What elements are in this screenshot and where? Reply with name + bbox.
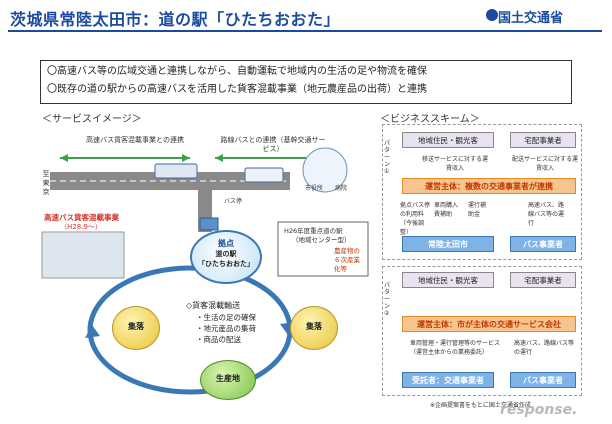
hub-node: 拠点 道の駅 「ひたちおおた」: [190, 230, 262, 284]
hub-name-1: 道の駅: [215, 250, 237, 258]
h26-label-1: H26年度重点道の駅: [284, 227, 343, 235]
city-hall-label: 市役所: [305, 185, 324, 192]
settlement-node-left: 集落: [112, 306, 160, 350]
ministry-logo-icon: [486, 9, 498, 21]
mixed-freight-title: 高速バス貨客混載事業: [44, 213, 119, 222]
mixed-freight-date: （H28.9～）: [60, 223, 102, 231]
bus-operator-box-2: バス事業者: [510, 372, 576, 388]
agri-label-1: 農産物の: [334, 247, 360, 255]
to-tokyo-label: 至東京: [42, 170, 50, 196]
ministry-name: 国土交通省: [498, 11, 564, 26]
delivery-box-2: 宅配事業者: [510, 272, 576, 288]
contractor-box: 受託者：交通事業者: [402, 372, 494, 388]
hub-name-2: 「ひたちおおた」: [198, 260, 254, 268]
service-image-heading: ＜サービスイメージ＞: [42, 114, 142, 125]
settlement-label-right: 集落: [306, 322, 322, 331]
pattern-2-frame: [382, 266, 582, 396]
freight-item-3: ・商品の配送: [196, 335, 241, 344]
business-scheme-heading: ＜ビジネススキーム＞: [380, 114, 480, 125]
agri-label-2: ６次産業: [334, 256, 360, 264]
summary-box: 〇高速バス等の広域交通と連携しながら、自動運転で地域内の生活の足や物流を確保 〇…: [40, 60, 572, 104]
delivery-box-1: 宅配事業者: [510, 132, 576, 148]
note-2-a: 車両管理・運行管理等のサービス（運営主体からの業務委託）: [410, 340, 501, 356]
h26-label-2: （地域センター型）: [292, 236, 351, 244]
note-1-d: 高速バス、路線バス等の運行: [528, 202, 565, 227]
city-box: 常陸太田市: [402, 236, 494, 252]
operator-box-1: 運営主体：複数の交通事業者が連携: [402, 178, 576, 194]
route-label: 路線バスとの連携（基幹交通サービス）: [220, 136, 326, 153]
pattern-2-label: パターン②: [384, 282, 391, 317]
production-label: 生産地: [216, 374, 240, 383]
agri-label-3: 化等: [334, 265, 347, 273]
fare-label-1: 移送サービスに対する運賃収入: [421, 156, 488, 172]
pattern-1-label: パターン①: [384, 140, 391, 175]
freight-item-1: ・生活の足の確保: [196, 313, 256, 322]
note-1-a: 拠点バス停の利用料（今後調整）: [400, 202, 431, 236]
watermark: response.: [500, 402, 578, 418]
operator-box-2: 運営主体：市が主体の交通サービス会社: [402, 316, 576, 332]
settlement-label-left: 集落: [128, 322, 144, 331]
settlement-node-right: 集落: [290, 306, 338, 350]
pattern-1-frame: [382, 124, 582, 260]
bus-operator-box: バス事業者: [510, 236, 576, 252]
freight-title: ◇貨客混載輸送: [186, 301, 241, 310]
page-title: 茨城県常陸太田市：道の駅「ひたちおおた」: [10, 10, 341, 29]
fare-label-2: 配送サービスに対する運賃収入: [512, 156, 579, 172]
footnote: ※企画提案書をもとに国土交通省作成: [430, 402, 531, 409]
note-1-b: 車両購入費補助: [434, 202, 459, 218]
bus-stop-label: バス停: [224, 198, 243, 205]
express-label: 高速バス貨客混載事業との連携: [86, 136, 184, 144]
freight-item-2: ・地元産品の集荷: [196, 324, 256, 333]
note-1-c: 運行補助金: [468, 202, 487, 218]
note-2-b: 高速バス、路線バス等の運行: [514, 340, 575, 356]
summary-line-1: 〇高速バス等の広域交通と連携しながら、自動運転で地域内の生活の足や物流を確保: [47, 66, 427, 77]
residents-box-2: 地域住民・観光客: [402, 272, 494, 288]
hub-title: 拠点: [218, 239, 234, 248]
production-node: 生産地: [200, 360, 256, 400]
hospital-label: 病院: [335, 185, 348, 192]
residents-box-1: 地域住民・観光客: [402, 132, 494, 148]
title-divider: [8, 30, 602, 32]
summary-line-2: 〇既存の道の駅からの高速バスを活用した貨客混載事業（地元農産品の出荷）と連携: [47, 84, 427, 95]
